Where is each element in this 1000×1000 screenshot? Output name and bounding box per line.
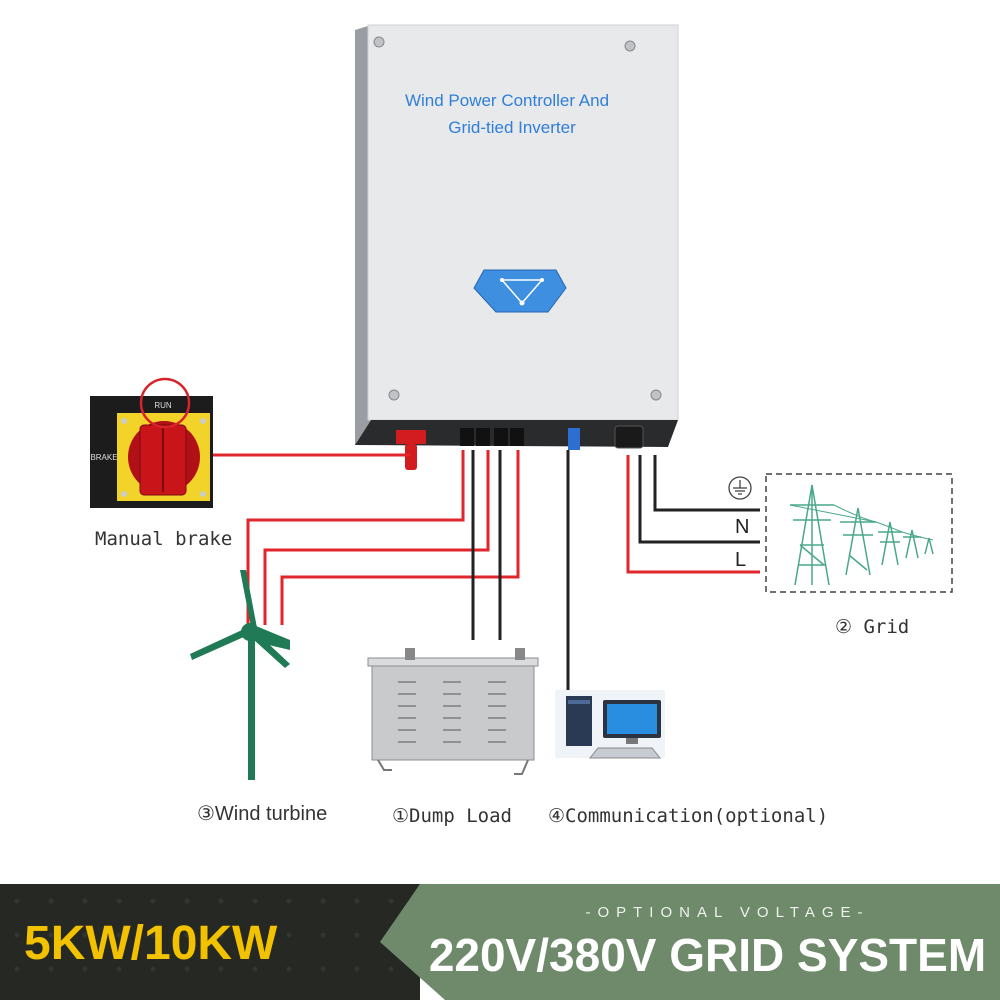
- line-wire: [626, 455, 760, 574]
- banner-left-panel: 5KW/10KW: [0, 884, 420, 1000]
- manual-brake-label: Manual brake: [95, 528, 232, 550]
- switch-run-label: RUN: [154, 401, 172, 410]
- comm-port: [568, 428, 580, 450]
- wind-turbine-icon: [190, 570, 290, 780]
- turbine-wire-1: [246, 450, 465, 625]
- computer-icon: [555, 690, 665, 759]
- inverter-title-line2: Grid-tied Inverter: [448, 118, 576, 137]
- banner-right-panel: [380, 884, 1000, 1000]
- dump-load-icon: [367, 648, 539, 775]
- grid-system-text: 220V/380V GRID SYSTEM: [428, 929, 987, 981]
- ground-wire: [653, 455, 760, 512]
- ground-icon: [728, 476, 752, 500]
- footer-banner: 5KW/10KW -OPTIONAL VOLTAGE- 220V/380V GR…: [0, 884, 1000, 1000]
- inverter-connectors: [396, 425, 644, 470]
- neutral-wire: [638, 455, 760, 544]
- wind-triangle-icon: [500, 278, 544, 306]
- power-rating-text: 5KW/10KW: [24, 917, 278, 970]
- turbine-wire-3: [280, 450, 520, 625]
- optional-voltage-subtitle: -OPTIONAL VOLTAGE-: [585, 904, 870, 921]
- run-highlight-circle: [139, 377, 191, 429]
- switch-brake-label: BRAKE: [90, 453, 117, 462]
- inverter-unit: Wind Power Controller And Grid-tied Inve…: [355, 24, 679, 470]
- power-pylons-icon: [789, 484, 934, 586]
- manual-brake-switch: RUN BRAKE: [90, 377, 213, 508]
- inverter-display: [473, 269, 567, 313]
- turbine-wire-2: [263, 450, 490, 625]
- wiring: [213, 450, 760, 698]
- inverter-title-line1: Wind Power Controller And: [405, 91, 609, 110]
- neutral-label: N: [735, 516, 749, 538]
- grid-section: N L: [728, 473, 953, 593]
- grid-label: ② Grid: [835, 616, 909, 638]
- wind-turbine-label: ③Wind turbine: [197, 803, 327, 825]
- dump-load-label: ①Dump Load: [392, 805, 512, 827]
- communication-label: ④Communication(optional): [548, 805, 828, 827]
- line-label: L: [735, 549, 746, 571]
